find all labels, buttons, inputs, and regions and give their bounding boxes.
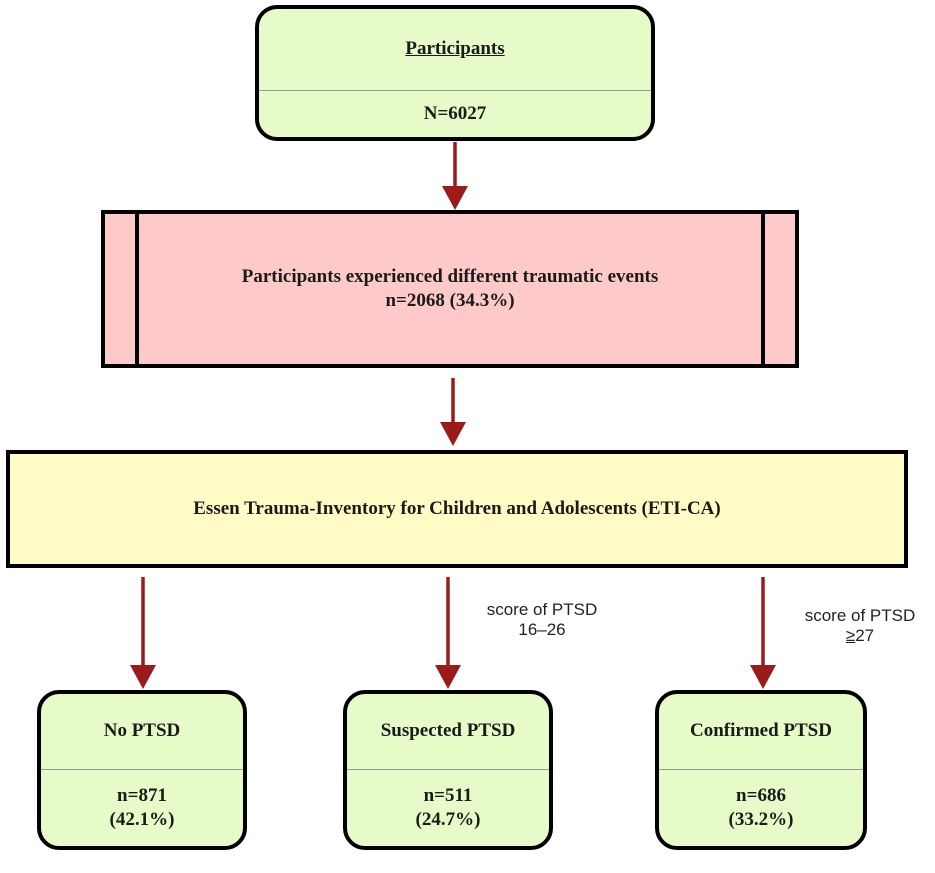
arrow-to-suspected-ptsd [435,577,461,689]
outcome-percent: (33.2%) [728,809,794,830]
arrow-traumatic-to-instrument [440,378,466,446]
outcome-percent: (42.1%) [109,809,175,830]
greater-equal-symbol: ≥ [845,626,856,646]
suspected-score-range: 16–26 [518,620,566,640]
instrument-box: Essen Trauma-Inventory for Children and … [6,450,908,568]
threshold-value: 27 [855,626,875,646]
left-stripe [135,214,139,364]
arrow-to-no-ptsd [130,577,156,689]
outcome-box-confirmed-ptsd: Confirmed PTSD n=686 (33.2%) [655,690,867,850]
participants-title: Participants [405,38,505,60]
right-stripe [761,214,765,364]
outcome-divider [659,769,863,770]
instrument-label: Essen Trauma-Inventory for Children and … [193,498,721,520]
traumatic-events-box: Participants experienced different traum… [101,210,799,368]
outcome-count: n=511 [423,785,473,807]
outcome-divider [347,769,549,770]
outcome-box-suspected-ptsd: Suspected PTSD n=511 (24.7%) [343,690,553,850]
confirmed-score-threshold: ≥27 [785,626,935,646]
traumatic-events-count: n=2068 (34.3%) [385,290,515,311]
participants-count: N=6027 [423,103,487,125]
participants-divider [259,90,651,91]
suspected-score-line1: score of PTSD [486,600,598,619]
outcome-label: Suspected PTSD [380,720,516,742]
outcome-box-no-ptsd: No PTSD n=871 (42.1%) [37,690,247,850]
outcome-count: n=686 [736,785,786,807]
suspected-score-note: score of PTSD 16–26 [462,600,622,641]
outcome-percent: (24.7%) [415,809,481,830]
outcome-count: n=871 [117,785,167,807]
outcome-divider [41,769,243,770]
participants-box: Participants N=6027 [255,5,655,141]
confirmed-score-line1: score of PTSD [804,606,916,625]
arrow-participants-to-traumatic [442,142,468,210]
traumatic-events-label: Participants experienced different traum… [241,266,659,288]
arrow-to-confirmed-ptsd [750,577,776,689]
outcome-label: Confirmed PTSD [690,720,832,742]
confirmed-score-note: score of PTSD ≥27 [785,606,935,647]
outcome-label: No PTSD [103,720,181,742]
